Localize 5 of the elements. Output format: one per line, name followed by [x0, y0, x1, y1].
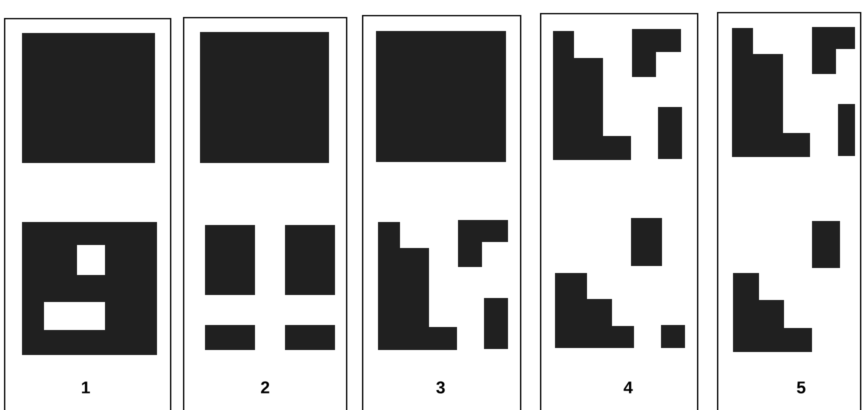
panel-frame: 5 [717, 12, 862, 410]
panel-frame: 1 [4, 18, 172, 410]
panel-frame: 4 [540, 13, 698, 410]
panel-frame: 2 [183, 17, 348, 410]
panel-frame: 3 [362, 15, 522, 410]
